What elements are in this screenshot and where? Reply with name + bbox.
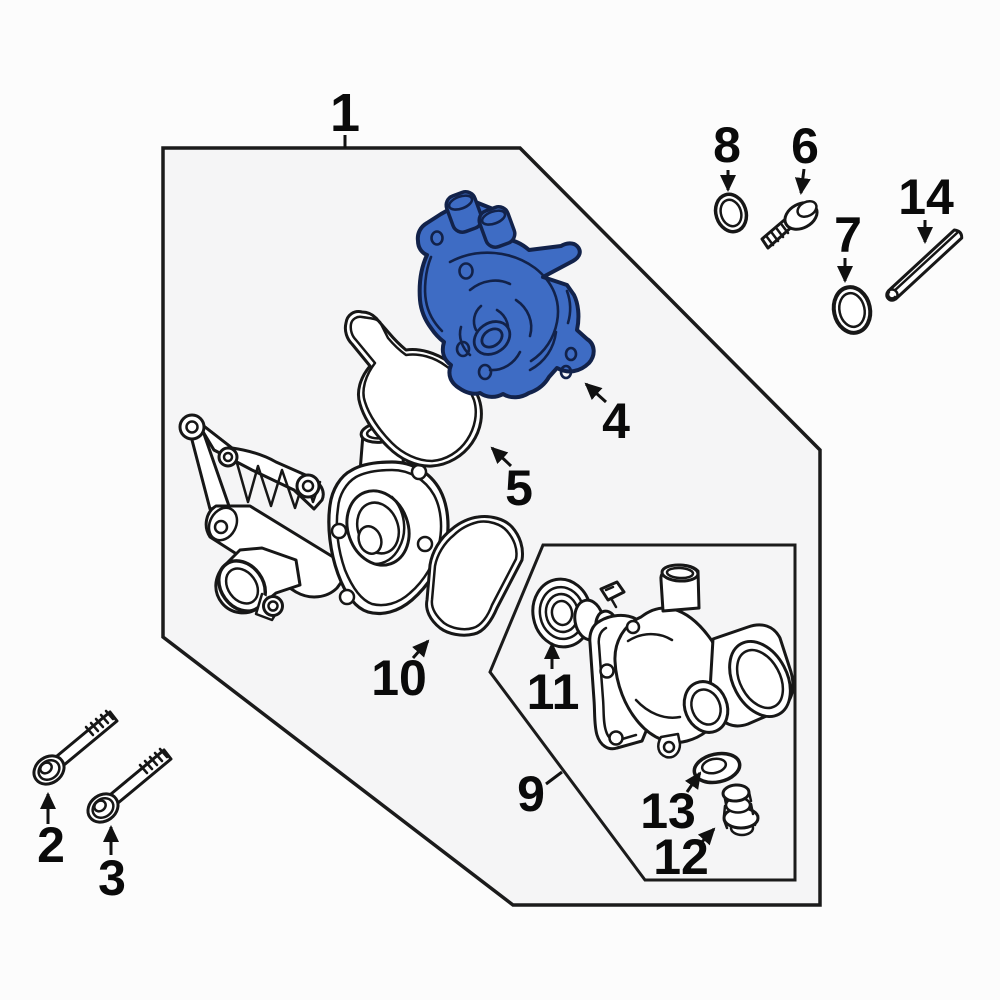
- callout-4-arrow: [584, 382, 608, 404]
- bolt-hole: [455, 340, 471, 358]
- callout-8: 8: [713, 117, 741, 173]
- bolt-ear: [295, 473, 321, 499]
- callout-14: 14: [898, 169, 954, 225]
- bolt-hole: [185, 420, 199, 434]
- plug-icon: [721, 783, 760, 837]
- callout-10: 10: [371, 650, 427, 706]
- long-flange-bolt-icon: [32, 709, 119, 786]
- dowel-pin-icon: [885, 228, 964, 302]
- callout-4: 4: [602, 393, 630, 449]
- bolt-ear: [178, 413, 206, 441]
- o-ring-icon: [831, 285, 873, 335]
- seal-gasket-icon: [425, 515, 524, 637]
- bolt-ear: [217, 446, 239, 468]
- bolt-hole: [477, 363, 493, 381]
- bolt-hole: [608, 730, 624, 746]
- callout-6-arrow: [794, 168, 811, 195]
- bolt-hole: [559, 364, 573, 380]
- cover-outline: [415, 197, 596, 400]
- bolt-hole: [564, 346, 578, 362]
- callout-13: 13: [640, 783, 696, 839]
- callout-5-arrow: [490, 446, 513, 468]
- callout-1: 1: [330, 83, 360, 143]
- gasket-icon: [343, 310, 483, 468]
- callout-10-arrow: [411, 639, 430, 659]
- callout-11: 11: [527, 664, 580, 720]
- bolt-hole: [222, 451, 234, 463]
- bolt-hole: [599, 663, 615, 679]
- bolt-hole: [267, 600, 279, 612]
- callout-12: 12: [653, 829, 709, 885]
- callouts: 1 2 3 4 5 6 7 8 9 10 11 12 13 14: [37, 83, 954, 906]
- callout-6: 6: [791, 118, 819, 174]
- callout-9: 9: [517, 766, 545, 822]
- long-flange-bolt-icon: [86, 747, 173, 824]
- bolt-hole: [662, 740, 676, 754]
- callout-12-arrow: [697, 827, 716, 846]
- bolt-hole: [458, 262, 474, 280]
- callout-13-arrow: [684, 771, 702, 793]
- short-flange-bolt-icon: [760, 199, 819, 250]
- bolt-hole: [330, 522, 348, 540]
- bolt-hole: [625, 619, 641, 635]
- bolt-hole: [430, 230, 444, 246]
- bolt-hole: [416, 535, 434, 553]
- highlighted-pump-cover-icon: [415, 190, 596, 400]
- cover-knob: [444, 190, 484, 234]
- callout-9-leader: [545, 770, 563, 786]
- o-ring-icon: [713, 192, 749, 234]
- thermostat-housing-icon: [588, 563, 795, 759]
- callout-5: 5: [505, 460, 533, 516]
- bolt-hole: [338, 588, 356, 606]
- cover-knob: [477, 205, 517, 249]
- bolt-hole: [301, 479, 315, 493]
- bolt-hole: [213, 519, 229, 535]
- bolt-ear: [262, 595, 284, 617]
- callout-2: 2: [37, 817, 65, 873]
- callout-7: 7: [834, 207, 862, 263]
- callout-3: 3: [98, 850, 126, 906]
